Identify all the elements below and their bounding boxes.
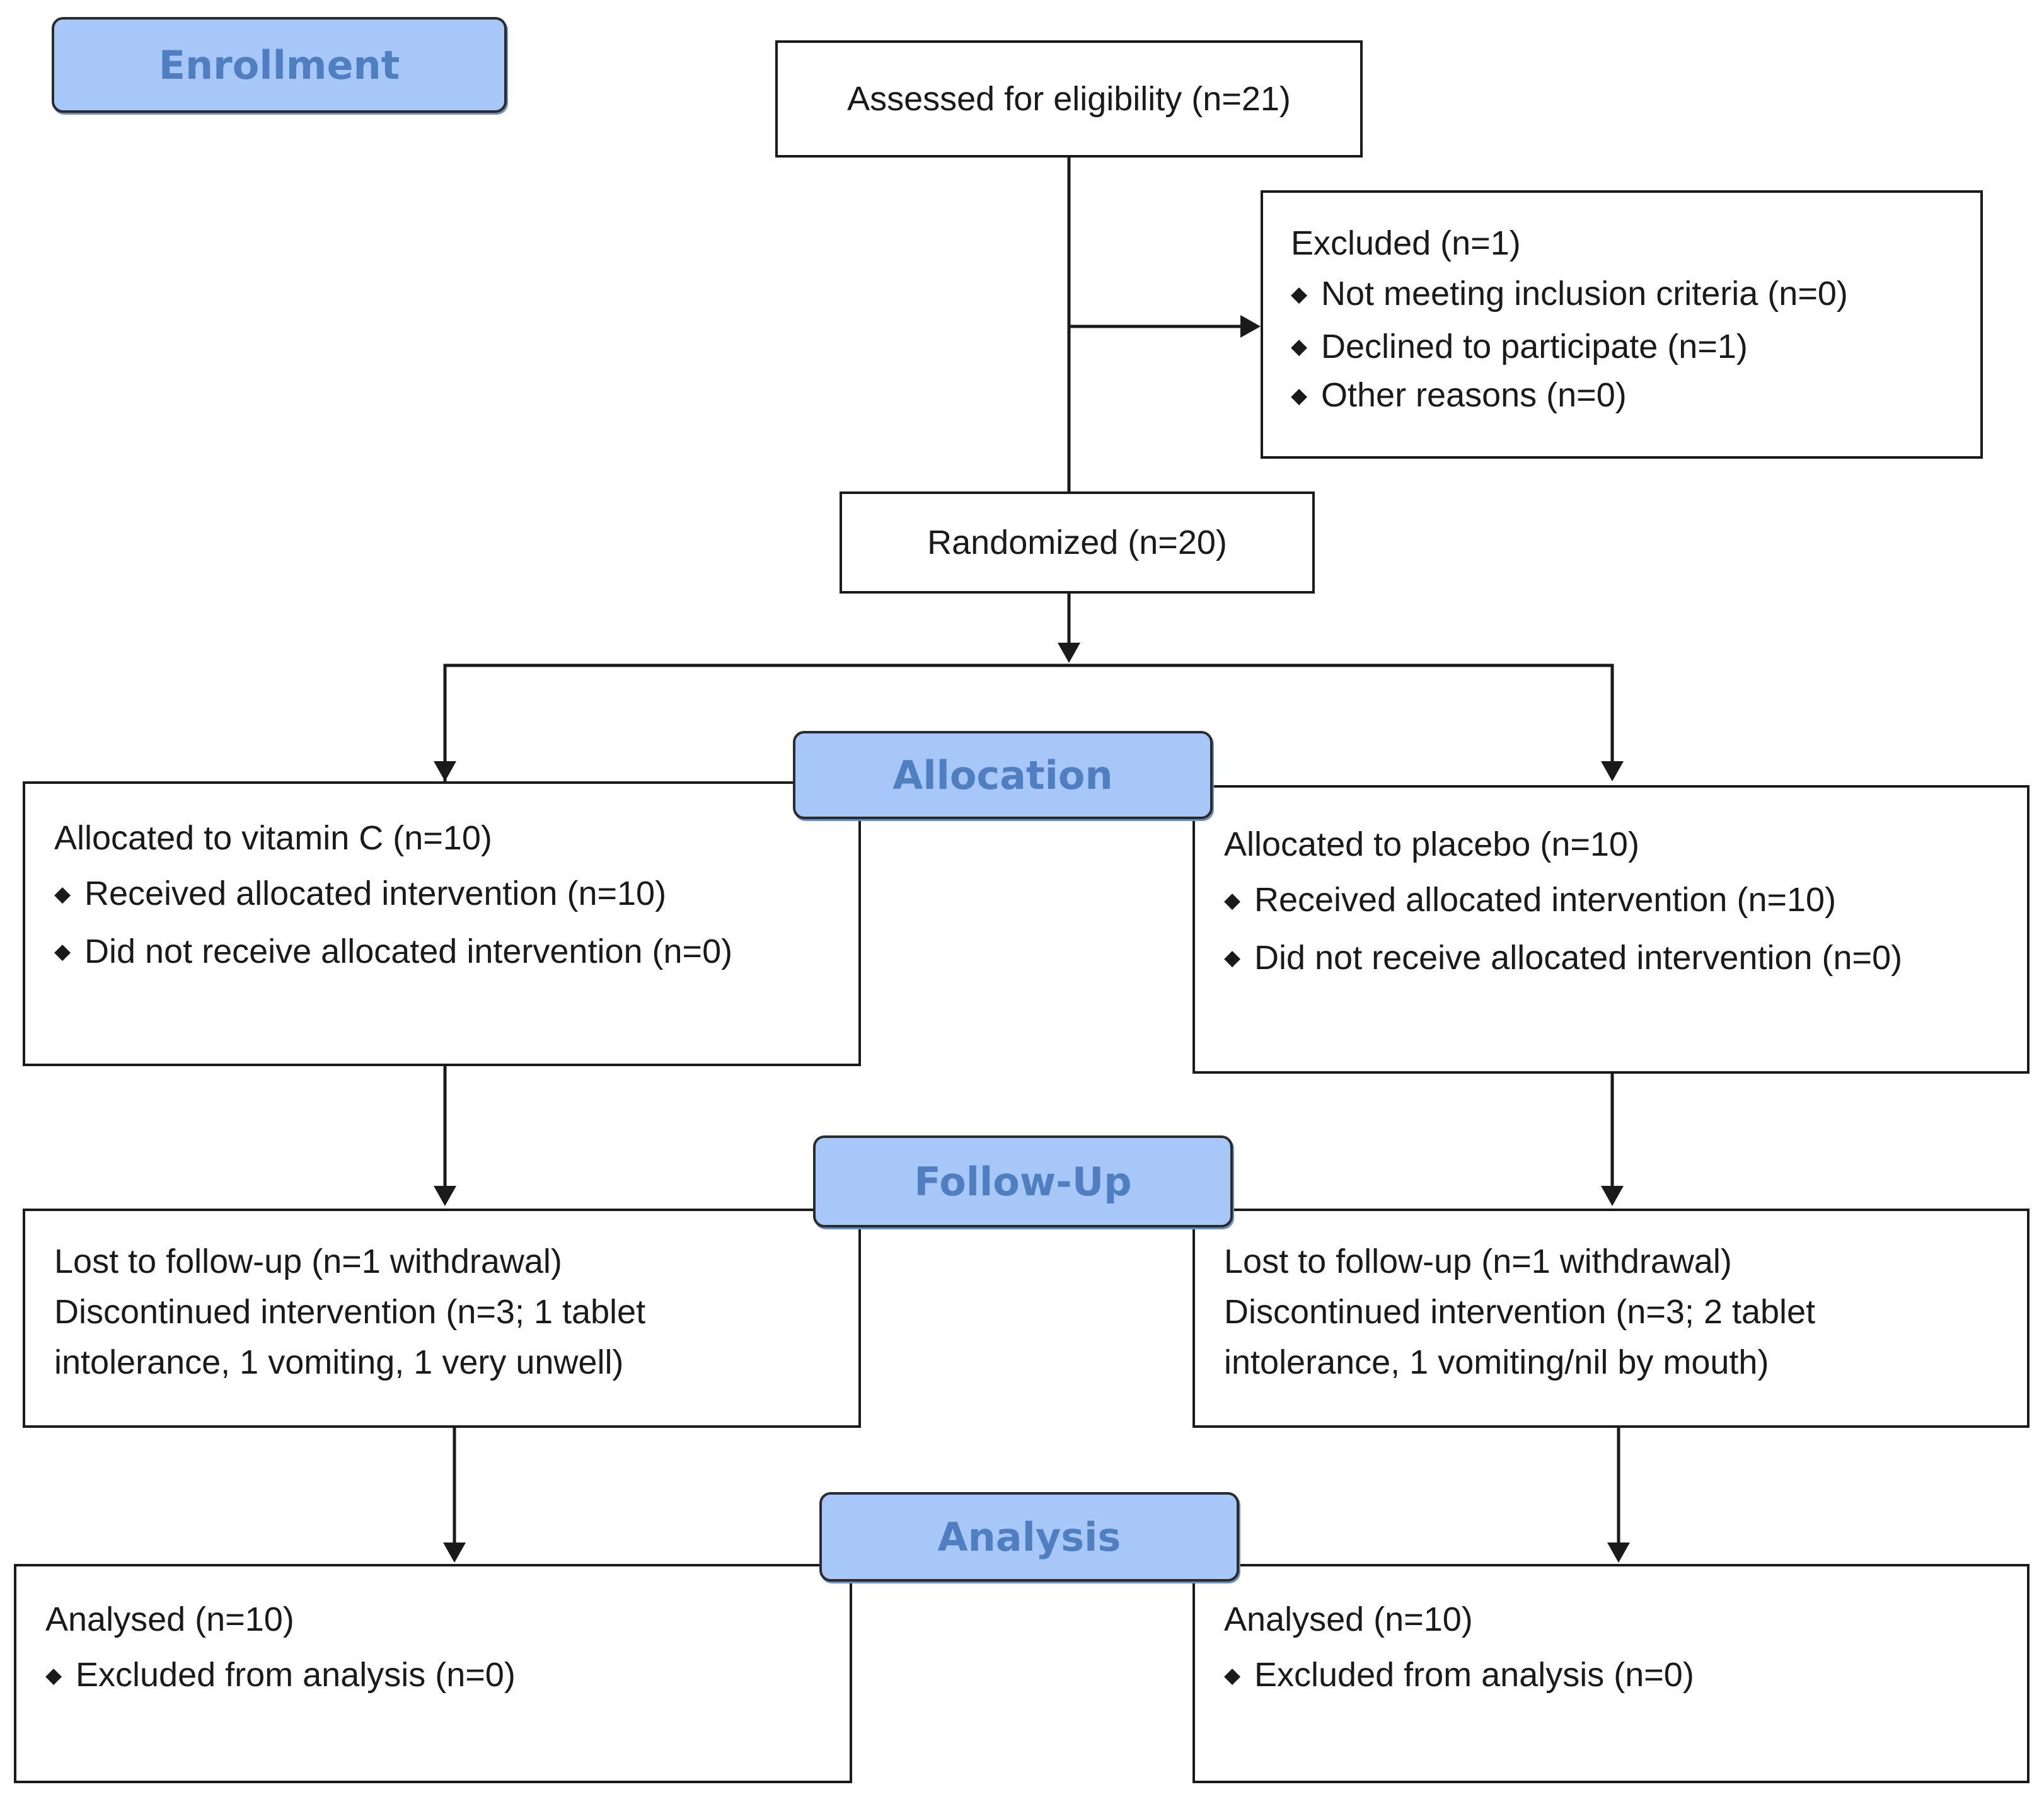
analysis-item-text: Excluded from analysis (n=0) [76,1656,516,1694]
randomized-box: Randomized (n=20) [840,491,1315,594]
excluded-item: ◆ Not meeting inclusion criteria (n=0) [1291,268,1980,321]
stage-enrollment: Enrollment [52,17,507,113]
analysis-vitamin-c-box: Analysed (n=10) ◆ Excluded from analysis … [14,1564,852,1783]
allocation-item-text: Did not receive allocated intervention (… [1254,938,1903,977]
bullet-icon: ◆ [1291,335,1308,359]
bullet-icon: ◆ [1291,384,1308,408]
stage-analysis: Analysis [819,1492,1239,1582]
bullet-icon: ◆ [1224,946,1241,970]
excluded-item-text: Other reasons (n=0) [1321,376,1627,415]
allocation-item: ◆ Received allocated intervention (n=10) [1224,872,2027,930]
allocation-placebo-box: Allocated to placebo (n=10) ◆ Received al… [1192,785,2030,1074]
analysis-title: Analysed (n=10) [45,1600,294,1638]
follow-up-vitamin-c-box: Lost to follow-up (n=1 withdrawal) Disco… [23,1209,861,1428]
follow-up-line: Discontinued intervention (n=3; 1 tablet [54,1293,646,1331]
analysis-item: ◆ Excluded from analysis (n=0) [1224,1647,2027,1705]
analysis-title: Analysed (n=10) [1224,1600,1473,1638]
follow-up-line: Lost to follow-up (n=1 withdrawal) [54,1243,562,1280]
follow-up-line: intolerance, 1 vomiting, 1 very unwell) [54,1343,624,1381]
bullet-icon: ◆ [1224,1663,1241,1687]
follow-up-line: Lost to follow-up (n=1 withdrawal) [1224,1243,1732,1280]
analysis-placebo-box: Analysed (n=10) ◆ Excluded from analysis … [1192,1564,2030,1783]
follow-up-placebo-box: Lost to follow-up (n=1 withdrawal) Disco… [1192,1209,2030,1428]
bullet-icon: ◆ [54,939,71,964]
excluded-box: Excluded (n=1) ◆ Not meeting inclusion cr… [1261,190,1983,459]
assessed-box: Assessed for eligibility (n=21) [775,40,1363,158]
randomized-text: Randomized (n=20) [927,524,1227,561]
excluded-title: Excluded (n=1) [1291,224,1521,262]
allocation-title: Allocated to vitamin C (n=10) [54,819,492,857]
allocation-item: ◆ Received allocated intervention (n=10) [54,866,858,924]
allocation-title: Allocated to placebo (n=10) [1224,825,1639,863]
stage-enrollment-label: Enrollment [158,42,400,88]
excluded-item-text: Declined to participate (n=1) [1321,327,1748,365]
stage-allocation-label: Allocation [892,752,1113,798]
allocation-vitamin-c-box: Allocated to vitamin C (n=10) ◆ Received … [23,781,861,1066]
analysis-item-text: Excluded from analysis (n=0) [1254,1656,1694,1694]
assessed-text: Assessed for eligibility (n=21) [847,80,1291,118]
connector-split [443,664,1614,781]
bullet-icon: ◆ [45,1663,62,1687]
excluded-item-text: Not meeting inclusion criteria (n=0) [1321,275,1848,313]
stage-follow-up: Follow-Up [813,1135,1233,1227]
bullet-icon: ◆ [1224,888,1241,912]
follow-up-line: Discontinued intervention (n=3; 2 tablet [1224,1293,1816,1331]
stage-analysis-label: Analysis [937,1514,1121,1560]
bullet-icon: ◆ [54,882,71,906]
allocation-item: ◆ Did not receive allocated intervention … [1224,930,2027,988]
allocation-item-text: Received allocated intervention (n=10) [84,875,667,912]
allocation-item: ◆ Did not receive allocated intervention … [54,924,858,982]
stage-follow-up-label: Follow-Up [914,1158,1132,1205]
stage-allocation: Allocation [793,731,1213,819]
allocation-item-text: Did not receive allocated intervention (… [84,932,733,970]
excluded-item: ◆ Declined to participate (n=1) [1291,321,1980,374]
allocation-item-text: Received allocated intervention (n=10) [1254,881,1837,919]
bullet-icon: ◆ [1291,282,1308,306]
analysis-item: ◆ Excluded from analysis (n=0) [45,1647,850,1705]
excluded-item: ◆ Other reasons (n=0) [1291,370,1980,423]
follow-up-line: intolerance, 1 vomiting/nil by mouth) [1224,1343,1769,1381]
